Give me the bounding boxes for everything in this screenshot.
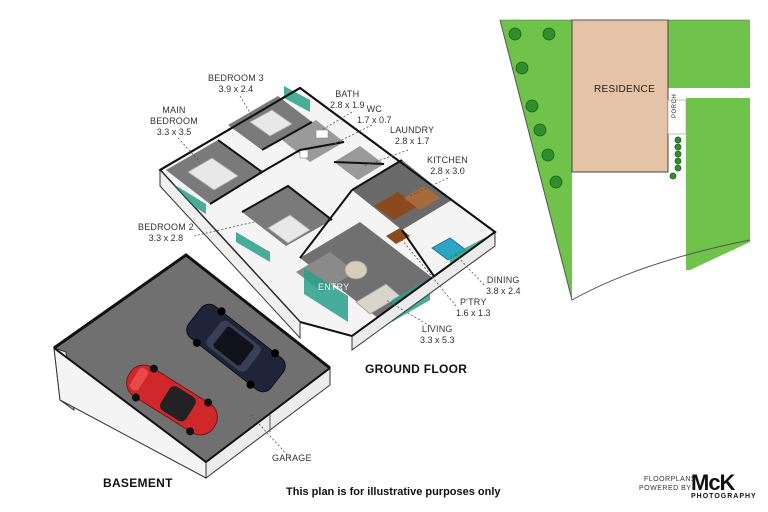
bath-name: BATH	[335, 89, 360, 99]
bedroom2-name: BEDROOM 2	[138, 222, 194, 232]
path-strip	[668, 88, 750, 98]
living-dims: 3.3 x 5.3	[420, 335, 455, 345]
residence-label: RESIDENCE	[594, 84, 656, 95]
label-pantry: P'TRY 1.6 x 1.3	[456, 297, 491, 319]
kitchen-dims: 2.8 x 3.0	[430, 166, 465, 176]
bath-dims: 2.8 x 1.9	[330, 100, 365, 110]
label-entry: ENTRY	[318, 282, 349, 293]
main-bedroom-bed	[187, 157, 239, 191]
bedroom3-dims: 3.9 x 2.4	[218, 84, 254, 94]
porch-label: PORCH	[672, 93, 678, 118]
brand-logo: McK	[691, 470, 735, 495]
garage-wall-top	[53, 253, 331, 370]
label-bedroom3: BEDROOM 3 3.9 x 2.4	[208, 73, 264, 95]
kitchen-name: KITCHEN	[427, 155, 468, 165]
kitchen-counter-2	[404, 186, 440, 210]
label-wc: WC 1.7 x 0.7	[357, 104, 392, 126]
dining-dims: 3.8 x 2.4	[486, 286, 521, 296]
label-dining: DINING 3.8 x 2.4	[486, 275, 521, 297]
dining-name: DINING	[486, 275, 520, 285]
laundry-dims: 2.8 x 1.7	[394, 136, 430, 146]
brand-subtitle: PHOTOGRAPHY	[691, 493, 757, 500]
ground-floor	[158, 86, 497, 351]
laundry-name: LAUNDRY	[390, 125, 435, 135]
brand-line-2: POWERED BY	[639, 485, 692, 492]
ground-floor-heading: GROUND FLOOR	[365, 362, 468, 376]
porch-block	[667, 99, 687, 135]
boundary-line	[499, 19, 751, 301]
bedroom2-dims: 3.3 x 2.8	[148, 233, 184, 243]
label-bedroom2: BEDROOM 2 3.3 x 2.8	[138, 222, 194, 244]
lawn-right-bottom	[686, 98, 750, 270]
main-bedroom-name2: BEDROOM	[150, 116, 198, 126]
garage-floor	[54, 255, 330, 462]
label-kitchen: KITCHEN 2.8 x 3.0	[427, 155, 468, 177]
red-car	[126, 364, 218, 436]
garage-name: GARAGE	[272, 453, 312, 463]
lawn-right-top	[668, 20, 750, 88]
bath-fixture	[315, 129, 329, 139]
living-armchair	[344, 260, 368, 280]
residence-block	[571, 19, 669, 173]
brand-line-1: FLOORPLANS	[644, 476, 697, 483]
label-garage: GARAGE	[272, 453, 312, 464]
entry-name: ENTRY	[318, 282, 350, 292]
bedroom2-floor	[242, 186, 332, 246]
disclaimer-text: This plan is for illustrative purposes o…	[286, 486, 501, 498]
outer-wall-outline	[159, 86, 497, 337]
wc-fixture	[299, 149, 309, 159]
label-living: LIVING 3.3 x 5.3	[420, 324, 455, 346]
leader-lines	[177, 95, 485, 459]
garage-wall-bottom-edge	[53, 347, 331, 464]
basement-heading: BASEMENT	[103, 476, 173, 490]
basement-garage	[53, 253, 331, 479]
label-bath: BATH 2.8 x 1.9	[330, 89, 365, 111]
wc-name: WC	[366, 104, 382, 114]
trees	[508, 27, 682, 189]
label-main-bedroom: MAIN BEDROOM 3.3 x 3.5	[150, 105, 198, 138]
wc-dims: 1.7 x 0.7	[357, 115, 392, 125]
bedroom3-name: BEDROOM 3	[208, 73, 264, 83]
label-laundry: LAUNDRY 2.8 x 1.7	[390, 125, 434, 147]
site-plan	[499, 19, 751, 301]
main-bedroom-name1: MAIN	[162, 105, 186, 115]
main-bedroom-dims: 3.3 x 3.5	[156, 127, 192, 137]
pantry-dims: 1.6 x 1.3	[456, 308, 491, 318]
living-name: LIVING	[421, 324, 453, 334]
interior-walls	[209, 121, 439, 283]
pantry-name: P'TRY	[459, 297, 487, 307]
navy-car	[186, 303, 286, 393]
bedroom2-bed	[267, 214, 311, 244]
outer-wall-front-left	[159, 168, 301, 340]
bedroom3-bed	[249, 109, 293, 137]
